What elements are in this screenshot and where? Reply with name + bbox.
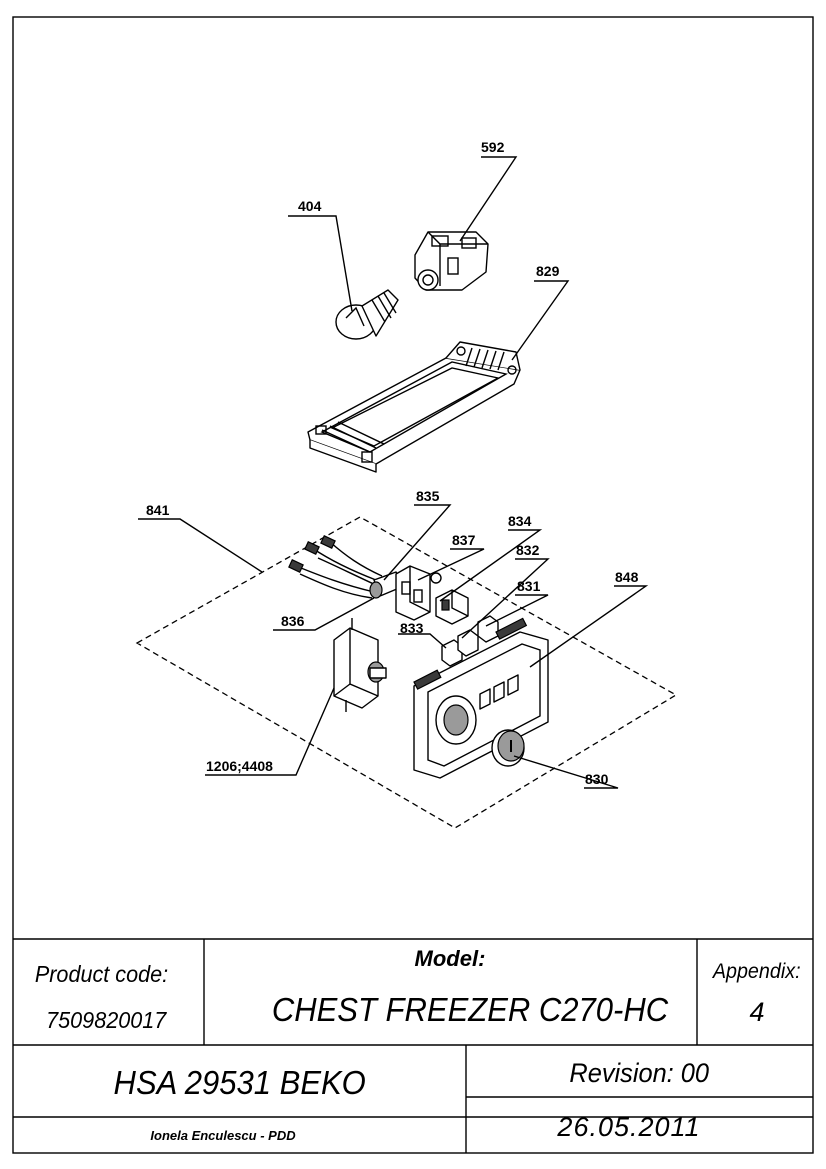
callout-592: 592 xyxy=(481,139,505,155)
callout-848: 848 xyxy=(615,569,639,585)
revision: Revision: 00 xyxy=(569,1057,709,1088)
product-code: 7509820017 xyxy=(46,1007,168,1033)
exploded-view: 592 404 829 841 835 834 837 832 831 848 … xyxy=(135,139,678,829)
control-panel xyxy=(413,617,549,779)
lamp-holder xyxy=(414,231,489,291)
thermostat xyxy=(333,618,387,712)
assembly-outline xyxy=(135,516,678,829)
sheet-border xyxy=(12,16,814,1154)
lamp-bulb xyxy=(335,289,399,340)
callout-833: 833 xyxy=(400,620,424,636)
callout-841: 841 xyxy=(146,502,170,518)
callout-835: 835 xyxy=(416,488,440,504)
callout-834: 834 xyxy=(508,513,532,529)
lamp-cover xyxy=(307,341,521,473)
callout-829: 829 xyxy=(536,263,560,279)
callout-1206-4408: 1206;4408 xyxy=(206,758,273,774)
date: 26.05.2011 xyxy=(556,1112,700,1142)
callout-404: 404 xyxy=(298,198,322,214)
part-reference: HSA 29531 BEKO xyxy=(114,1064,366,1101)
switch xyxy=(435,589,469,625)
model-label: Model: xyxy=(415,946,486,971)
callout-831: 831 xyxy=(517,578,541,594)
leader-lines xyxy=(138,156,649,789)
author: Ionela Enculescu - PDD xyxy=(150,1128,296,1143)
knob xyxy=(491,729,525,767)
callout-labels: 592 404 829 841 835 834 837 832 831 848 … xyxy=(146,139,639,787)
callout-832: 832 xyxy=(516,542,540,558)
title-block: Product code: 7509820017 Model: CHEST FR… xyxy=(13,938,813,1153)
terminal-block xyxy=(395,565,442,621)
product-code-label: Product code: xyxy=(35,961,168,987)
callout-837: 837 xyxy=(452,532,476,548)
appendix-number: 4 xyxy=(749,997,764,1027)
model-name: CHEST FREEZER C270-HC xyxy=(272,991,669,1028)
appendix-label: Appendix: xyxy=(712,960,801,983)
callout-836: 836 xyxy=(281,613,305,629)
wiring-harness xyxy=(288,535,405,599)
callout-830: 830 xyxy=(585,771,609,787)
